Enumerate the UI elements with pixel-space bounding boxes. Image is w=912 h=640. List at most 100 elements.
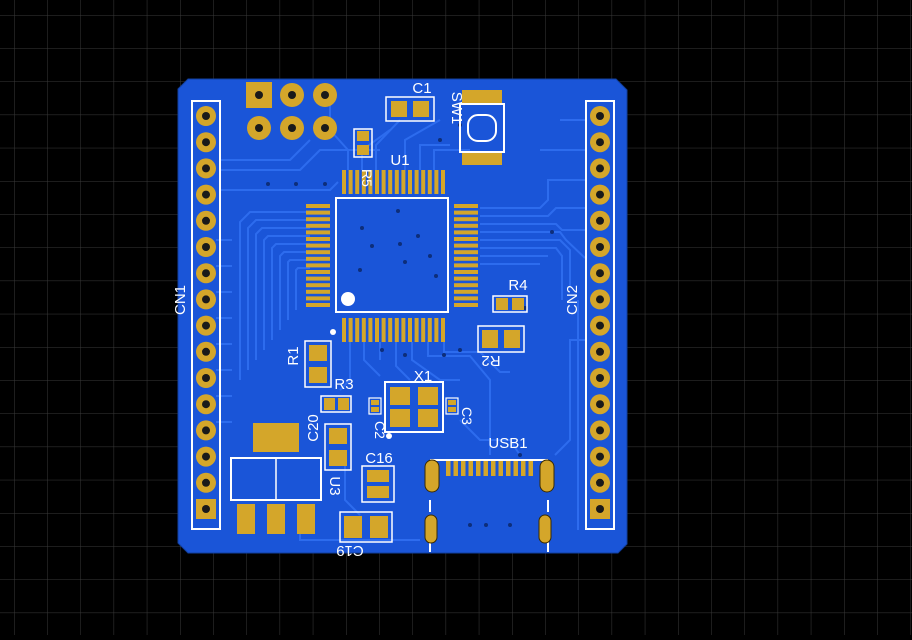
c2-label: C2 [372,421,388,439]
u1-pad [355,318,360,342]
u1-pad [306,230,330,235]
u1-pad [342,170,346,194]
u1-pad [375,170,379,194]
cn2-pin-hole [596,400,604,409]
u3-label: U3 [326,476,343,495]
r5-label: R5 [359,169,375,187]
cn1-pin-hole [202,190,210,199]
u1-pad [408,170,412,194]
cn1-pin-hole [202,374,210,382]
u1-pad [401,318,406,342]
r2-resistor [477,325,525,353]
sw1-switch [459,90,505,165]
u1-pad [348,318,353,342]
u1-pad [427,170,432,194]
c1-label: C1 [412,80,431,97]
cn2-pin-hole [596,269,604,278]
cn1-outline [191,100,221,530]
c16-label: C16 [365,450,393,467]
u1-pad [306,204,330,208]
u1-pad [368,170,373,194]
r5-resistor [353,128,373,158]
u1-pad [306,243,330,248]
c20-label: C20 [305,414,322,442]
usb1-signal-pads [446,461,533,476]
u1-pad [434,170,439,194]
cn2-pin-hole [596,505,604,513]
u1-pad [306,237,330,241]
u1-pad [306,250,330,255]
cn1-pin-hole [202,347,210,356]
cn2-header [585,100,615,530]
fiducial-dot [330,329,336,335]
u1-pad [306,223,330,228]
cn2-pin-hole [596,112,604,120]
cn1-pin-hole [202,505,210,513]
u1-pad [454,230,478,235]
usb1-pad [453,461,458,476]
u1-right-pads [454,204,478,307]
u1-label: U1 [390,152,409,169]
u1-pad [454,276,478,281]
u1-pad [454,237,478,241]
c19-label: C19 [336,542,364,559]
u1-pad [381,318,386,342]
u1-pad [454,283,478,288]
cn2-pin-hole [596,347,604,356]
usb1-pad [491,461,496,476]
cn2-pin-hole [596,190,604,199]
u1-pad [306,283,330,288]
usb1-pad [506,461,511,476]
u1-pad [414,170,419,194]
u1-pad [361,318,366,342]
u1-pin1-marker [341,292,355,306]
u1-pad [306,303,330,307]
cn1-pin-hole [202,295,210,304]
r1-label: R1 [285,346,302,365]
u1-pad [454,263,478,268]
u1-pad [306,256,330,261]
u1-pad [381,170,386,194]
usb1-pad [498,461,503,476]
top-pin-header [246,82,337,140]
cn1-pin-hole [202,452,210,461]
u1-pad [342,318,346,342]
u1-pad [441,318,445,342]
x1-label: X1 [414,368,432,385]
u1-pad [454,296,478,301]
cn2-label: CN2 [564,285,581,315]
u1-pad [454,250,478,255]
cn2-pin-hole [596,321,604,330]
u1-pad [421,318,426,342]
u1-pad [394,170,399,194]
cn2-pin-hole [596,243,604,251]
cn1-pin-hole [202,216,210,225]
copper-traces [216,100,586,541]
u1-pad [375,318,379,342]
u1-pad [306,289,330,294]
u1-pad [454,217,478,222]
r3-label: R3 [334,376,353,393]
u1-pad [306,276,330,281]
c1-capacitor [385,96,435,122]
cn2-pin-hole [596,295,604,304]
u1-pad [454,270,478,274]
cn1-header [191,100,221,530]
u1-pad [355,170,360,194]
u1-pad [388,170,393,194]
usb1-pad [521,461,526,476]
usb1-pad [468,461,473,476]
cn1-pin-hole [202,138,210,147]
cn2-pin-hole [596,164,604,173]
u1-pad [454,289,478,294]
c20-capacitor [324,423,352,471]
u1-mcu [306,170,478,342]
cn2-pin-hole [596,478,604,487]
u3-regulator [230,423,322,534]
cn1-label: CN1 [172,285,189,315]
sw1-label: SW1 [448,92,465,125]
cn1-pin-hole [202,269,210,278]
usb1-pad [476,461,481,476]
r4-label: R4 [508,277,527,294]
